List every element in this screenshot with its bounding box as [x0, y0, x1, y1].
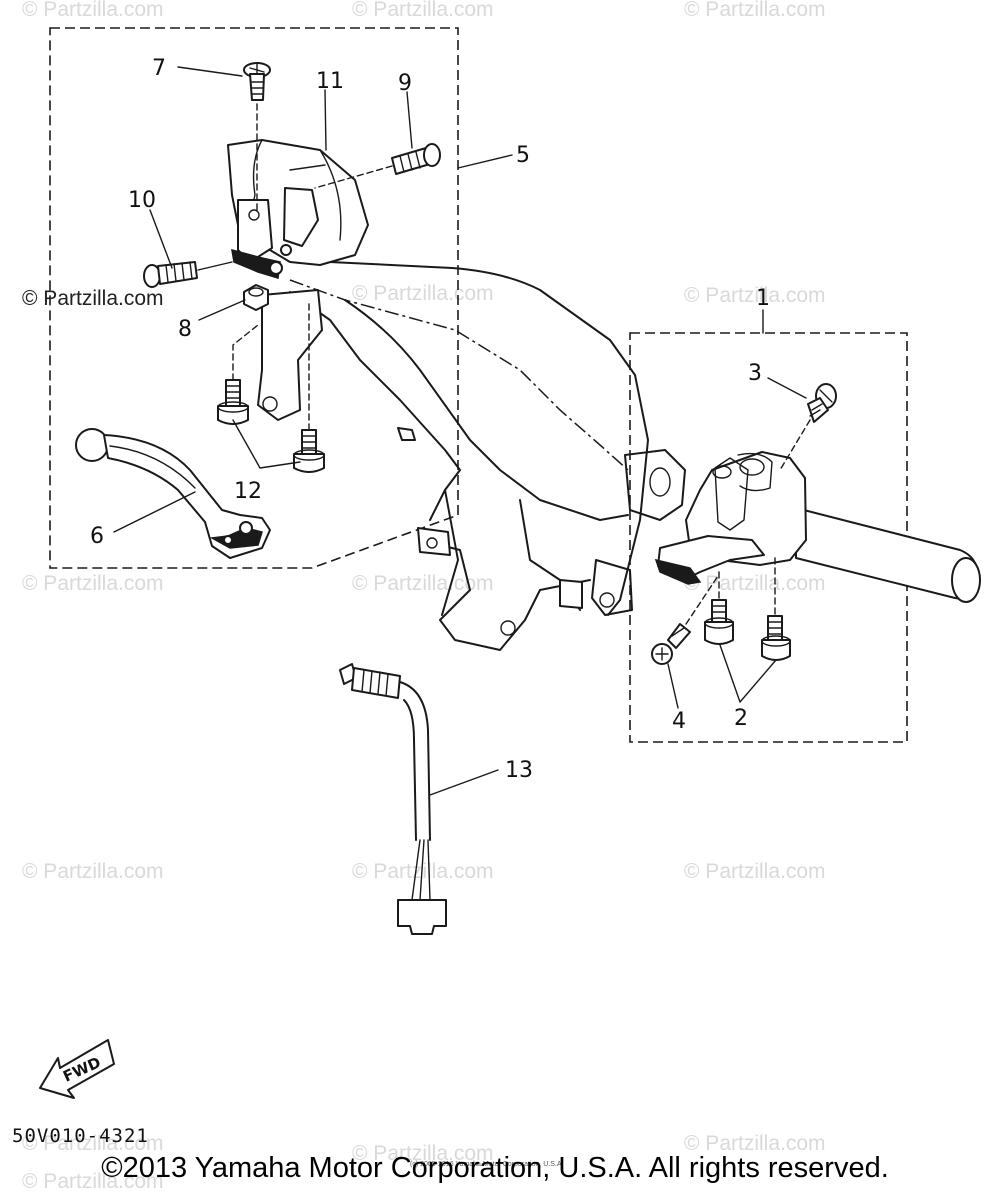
- watermark: © Partzilla.com: [684, 284, 826, 307]
- callout-4: 4: [672, 709, 686, 734]
- watermark: © Partzilla.com: [684, 1132, 826, 1155]
- watermark: © Partzilla.com: [684, 0, 826, 21]
- callout-12: 12: [234, 479, 262, 504]
- watermark: © Partzilla.com: [352, 572, 494, 595]
- watermark: © Partzilla.com: [352, 0, 494, 21]
- callout-labels: 7 11 9 5 10 8 12 6 1 3 4 2 13: [90, 56, 770, 783]
- callout-5: 5: [516, 143, 530, 168]
- watermark: © Partzilla.com: [22, 1132, 164, 1155]
- handlebar-switch: [654, 451, 981, 603]
- callout-8: 8: [178, 317, 192, 342]
- copyright-footer: ©2013 Yamaha Motor Corporation, U.S.A. A…: [101, 1152, 889, 1184]
- callout-9: 9: [398, 71, 412, 96]
- switch-assembly-group-box: [629, 332, 908, 743]
- screws-2-4: [651, 557, 791, 665]
- watermark-dark: © Partzilla.com: [22, 287, 164, 310]
- diagram-code: 50V010-4321: [12, 1125, 149, 1147]
- watermark: © Partzilla.com: [352, 282, 494, 305]
- handlebar-frame: [284, 257, 686, 651]
- callout-1: 1: [756, 286, 770, 311]
- leader-lines: [113, 66, 807, 796]
- frame-arm: [257, 289, 323, 421]
- screw-3: [779, 383, 837, 471]
- screws-12: [217, 299, 325, 473]
- lever-holder: [227, 139, 369, 279]
- watermark: © Partzilla.com: [352, 860, 494, 883]
- watermark: © Partzilla.com: [22, 860, 164, 883]
- fwd-arrow-icon: FWD: [39, 1039, 115, 1099]
- callout-10: 10: [128, 188, 156, 213]
- bolt-9: [314, 143, 441, 189]
- lever-assembly-group-box: [49, 27, 459, 569]
- callout-3: 3: [748, 361, 762, 386]
- watermark: © Partzilla.com: [684, 572, 826, 595]
- callout-13: 13: [505, 758, 533, 783]
- callout-6: 6: [90, 524, 104, 549]
- callout-11: 11: [316, 69, 344, 94]
- bolt-10: [143, 261, 233, 288]
- small-notice: (c) 2005-2016 Yamaha Motor Corporation, …: [410, 1161, 563, 1168]
- watermark: © Partzilla.com: [352, 1142, 494, 1165]
- watermark-layer: © Partzilla.com © Partzilla.com © Partzi…: [22, 0, 826, 1193]
- frame-arm-hole: [262, 396, 278, 412]
- screw-7: [243, 62, 271, 211]
- callout-7: 7: [152, 56, 166, 81]
- watermark: © Partzilla.com: [22, 1170, 164, 1193]
- watermark: © Partzilla.com: [684, 860, 826, 883]
- switch-wire-13: [339, 663, 447, 935]
- nut-8: [243, 284, 269, 311]
- watermark: © Partzilla.com: [22, 0, 164, 21]
- callout-2: 2: [734, 706, 748, 731]
- watermark: © Partzilla.com: [22, 572, 164, 595]
